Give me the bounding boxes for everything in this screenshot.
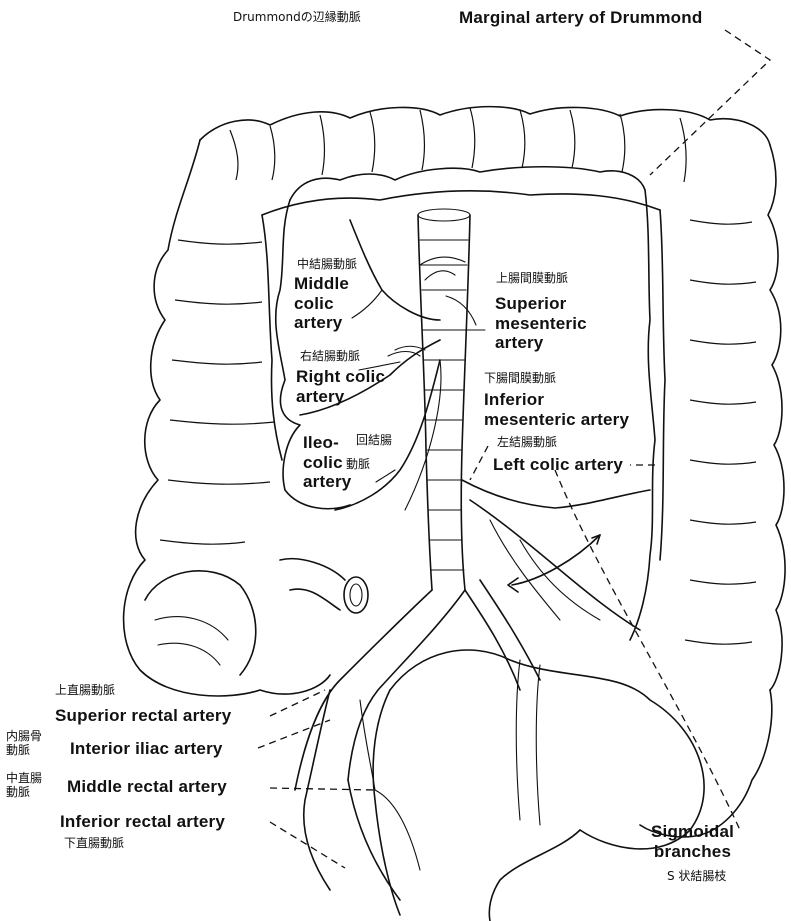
sma-ja-label: 上腸間膜動脈 <box>496 272 568 286</box>
middle-rectal-label: Middle rectal artery <box>67 777 227 797</box>
interior-iliac-label: Interior iliac artery <box>70 739 223 759</box>
middle-rectal-ja-label: 中直腸 動脈 <box>6 772 42 800</box>
colon-outline <box>124 107 785 837</box>
left-colic-ja-label: 左結腸動脈 <box>497 436 557 450</box>
marginal-artery-ja-label: Drummondの辺縁動脈 <box>233 11 361 25</box>
right-colic-ja-label: 右結腸動脈 <box>300 350 360 364</box>
haustra-left <box>160 240 275 544</box>
right-colic-label: Right colic artery <box>296 367 385 406</box>
inferior-rectal-label: Inferior rectal artery <box>60 812 225 832</box>
middle-colic-ja-label: 中結腸動脈 <box>297 258 357 272</box>
superior-rectal-ja-label: 上直腸動脈 <box>55 684 115 698</box>
ima-label: Inferior mesenteric artery <box>484 390 629 429</box>
interior-iliac-ja-label: 内腸骨 動脈 <box>6 730 42 758</box>
left-colic-label: Left colic artery <box>493 455 623 475</box>
sigmoidal-branches-ja-label: S 状結腸枝 <box>667 870 726 884</box>
haustra-right <box>685 220 756 644</box>
inferior-rectal-ja-label: 下直腸動脈 <box>64 837 124 851</box>
marginal-artery-label: Marginal artery of Drummond <box>459 8 702 28</box>
ileocolic-ja-top-label: 回結腸 <box>356 434 392 448</box>
middle-colic-label: Middle colic artery <box>294 274 349 333</box>
sma-label: Superior mesenteric artery <box>495 294 587 353</box>
rectal-arteries <box>304 690 420 900</box>
ima-ja-label: 下腸間膜動脈 <box>484 372 556 386</box>
ileocolic-ja-bottom-label: 動脈 <box>346 458 370 472</box>
ileocolic-label: Ileo- colic artery <box>303 433 351 492</box>
rectum-sigmoid <box>373 650 704 921</box>
sigmoidal-branches-label: Sigmoidal branches <box>651 822 734 861</box>
superior-rectal-label: Superior rectal artery <box>55 706 231 726</box>
